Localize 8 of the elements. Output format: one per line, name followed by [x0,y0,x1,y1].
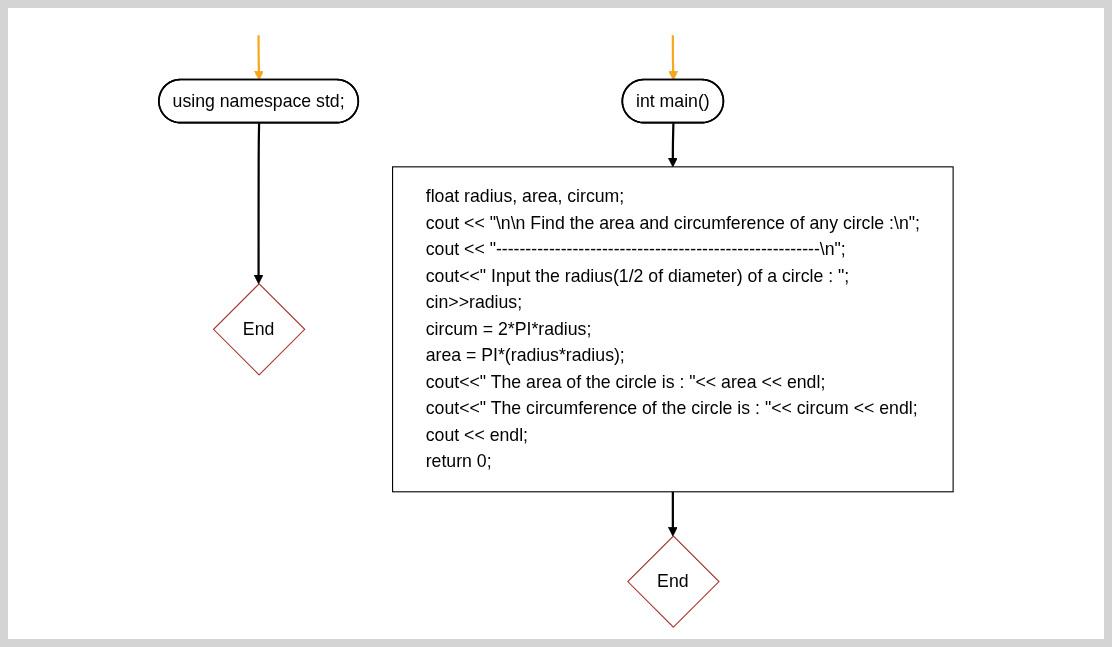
arrow [668,123,678,168]
node-box: float radius, area, circum; cout << "\n\n Find the area and circumference of any circle :\n"; cout << "-------------------------------------------------------\n"; cout<<" Input the radius(1/2 of diameter) of a circle : "; cin>>radius; circum = 2*PI*radius; area = PI*(radius*radius); cout<<" The area of the circle is : "<< area << endl; cout<<" The circumference of the circle is : "<< circum << endl; cout << endl; return 0; [392,166,954,493]
arrow [668,491,678,537]
arrow [668,35,679,81]
arrow [254,35,264,81]
node-diamond: End [212,282,306,376]
node-diamond: End [627,535,720,628]
arrow [253,123,264,285]
